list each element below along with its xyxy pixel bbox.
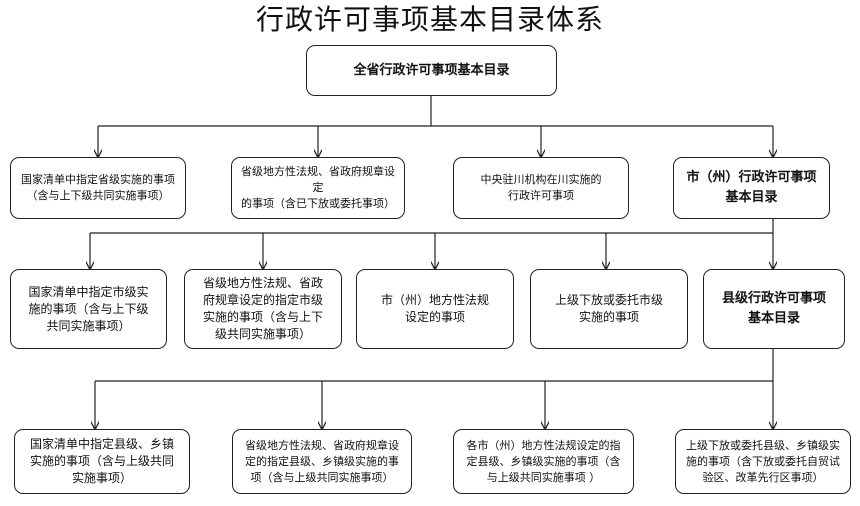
level2-node-delegated-city: 上级下放或委托市级 实施的事项 xyxy=(530,269,688,349)
level1-node-city-catalog: 市（州）行政许可事项 基本目录 xyxy=(673,157,830,219)
node-label: 市（州）行政许可事项 基本目录 xyxy=(686,170,817,205)
diagram-title: 行政许可事项基本目录体系 xyxy=(255,3,604,36)
level2-node-county-catalog: 县级行政许可事项 基本目录 xyxy=(703,269,845,349)
node-label: 各市（州）地方性法规设定的指 定县级、乡镇级实施的事项（含 与上级共同实施事项 … xyxy=(466,438,621,484)
node-label: 中央驻川机构在川实施的 行政许可事项 xyxy=(480,173,602,202)
root-node-label: 全省行政许可事项基本目录 xyxy=(353,62,510,78)
level3-node-national-county: 国家清单中指定县级、乡镇 实施的事项（含与上级共同 实施事项） xyxy=(14,429,190,494)
node-label: 省级地方性法规、省政府规章设定 的事项（含已下放或委托事项） xyxy=(241,165,395,210)
level1-node-provincial-regulations: 省级地方性法规、省政府规章设定 的事项（含已下放或委托事项） xyxy=(231,157,405,219)
node-label: 国家清单中指定市级实 施的事项（含与上下级 共同实施事项） xyxy=(28,284,149,333)
node-label: 县级行政许可事项 基本目录 xyxy=(721,291,826,326)
node-label: 上级下放或委托市级 实施的事项 xyxy=(554,293,663,324)
level3-node-delegated-county: 上级下放或委托县级、乡镇级实 施的事项（含下放或委托自贸试 验区、改革先行区事项… xyxy=(675,429,851,494)
node-label: 国家清单中指定县级、乡镇 实施的事项（含与上级共同 实施事项） xyxy=(29,437,174,485)
level2-node-provincial-city: 省级地方性法规、省政 府规章设定的指定市级 实施的事项（含与上下 级共同实施事项… xyxy=(184,269,342,349)
node-label: 市（州）地方性法规 设定的事项 xyxy=(380,293,489,324)
node-label: 上级下放或委托县级、乡镇级实 施的事项（含下放或委托自贸试 验区、改革先行区事项… xyxy=(686,438,840,484)
level3-node-provincial-county: 省级地方性法规、省政府规章设 定的指定县级、乡镇级实施的事 项（含与上级共同实施… xyxy=(232,429,412,494)
level2-node-national-city: 国家清单中指定市级实 施的事项（含与上下级 共同实施事项） xyxy=(10,269,167,349)
node-label: 省级地方性法规、省政府规章设 定的指定县级、乡镇级实施的事 项（含与上级共同实施… xyxy=(245,438,399,484)
level3-node-city-regulations-county: 各市（州）地方性法规设定的指 定县级、乡镇级实施的事项（含 与上级共同实施事项 … xyxy=(453,429,634,494)
level2-node-city-regulations: 市（州）地方性法规 设定的事项 xyxy=(356,269,514,349)
node-label: 省级地方性法规、省政 府规章设定的指定市级 实施的事项（含与上下 级共同实施事项… xyxy=(202,276,323,341)
level1-node-national: 国家清单中指定省级实施的事项 （含与上下级共同实施事项） xyxy=(10,157,186,219)
level1-node-central-agencies: 中央驻川机构在川实施的 行政许可事项 xyxy=(453,157,629,219)
node-label: 国家清单中指定省级实施的事项 （含与上下级共同实施事项） xyxy=(21,173,175,202)
root-node: 全省行政许可事项基本目录 xyxy=(306,45,557,96)
